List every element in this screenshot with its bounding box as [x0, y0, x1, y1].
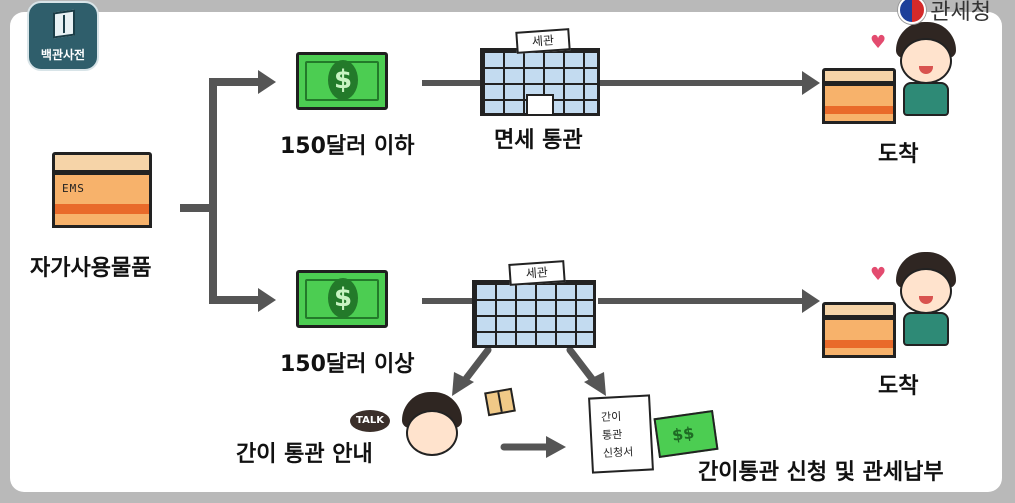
- channel-logo: 백관사전: [27, 1, 99, 71]
- top-customs-building-icon: 세관: [480, 28, 600, 116]
- bottom-child-icon: [890, 252, 960, 352]
- bottom-dollar-bill-icon: $: [296, 270, 388, 328]
- top-customs-label: 면세 통관: [494, 128, 583, 153]
- top-branch-stem: [209, 78, 263, 86]
- payment-label: 간이통관 신청 및 관세납부: [698, 460, 944, 485]
- top-bill-to-customs-line: [422, 80, 480, 86]
- payment-bill-icon: [653, 410, 719, 458]
- top-arrival-arrowhead: [802, 71, 820, 95]
- small-package-icon: [484, 387, 516, 417]
- top-strip: [0, 0, 1015, 12]
- top-price-label: 150달러 이하: [280, 134, 415, 159]
- agency-name: 관세청: [930, 0, 991, 25]
- split-line-main: [180, 204, 216, 212]
- top-child-icon: [890, 22, 960, 122]
- guide-label: 간이 통관 안내: [236, 442, 373, 467]
- bottom-arrival-package-icon: [822, 302, 896, 358]
- package-ems-label: EMS: [62, 182, 85, 196]
- bottom-customs-building-icon: 세관: [472, 260, 596, 348]
- application-form-text: 간이 통관 신청서: [600, 409, 634, 460]
- top-customs-to-arrival-line: [598, 80, 804, 86]
- top-branch-arrowhead: [258, 70, 276, 94]
- bottom-building-sign: 세관: [508, 260, 566, 286]
- source-label: 자가사용물품: [30, 256, 152, 281]
- talk-bubble-icon: TALK: [350, 410, 390, 432]
- top-arrival-label: 도착: [878, 142, 919, 167]
- top-building-sign: 세관: [515, 28, 571, 54]
- guide-child-icon: [396, 392, 466, 472]
- top-dollar-bill-icon: $: [296, 52, 388, 110]
- diagram-canvas: EMS 자가사용물품 $ 150달러 이하 세관 면세 통관 세관 ♥ 도착 $…: [10, 12, 1002, 492]
- bottom-diagonal-arrows: [452, 346, 606, 458]
- top-arrival-package-icon: 세관: [822, 68, 896, 124]
- bottom-branch-stem: [209, 296, 263, 304]
- agency-mark: 관세청: [898, 0, 991, 26]
- bottom-arrival-arrowhead: [802, 289, 820, 313]
- channel-logo-text: 백관사전: [40, 48, 86, 62]
- bottom-price-label: 150달러 이상: [280, 352, 415, 377]
- application-form-icon: 간이 통관 신청서: [588, 394, 654, 474]
- bottom-heart-icon: ♥: [870, 264, 887, 285]
- top-heart-icon: ♥: [870, 32, 887, 53]
- source-package-icon: EMS: [52, 152, 152, 228]
- bottom-branch-arrowhead: [258, 288, 276, 312]
- korea-emblem-icon: [898, 0, 927, 24]
- split-line-vertical: [209, 78, 217, 304]
- book-icon: [53, 9, 75, 39]
- bottom-bill-to-customs-line: [422, 298, 480, 304]
- bottom-arrival-label: 도착: [878, 374, 919, 399]
- bottom-customs-to-arrival-line: [598, 298, 804, 304]
